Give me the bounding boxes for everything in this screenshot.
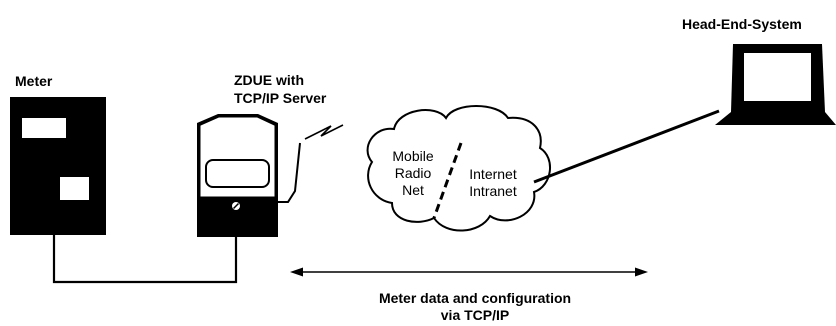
internet-connection-line [533, 109, 720, 184]
mobile-label-line2: Radio [394, 165, 432, 181]
meter-label: Meter [15, 73, 53, 89]
internet-label-line1: Internet [469, 166, 517, 182]
mobile-label-line1: Mobile [392, 148, 434, 164]
internet-label-line2: Intranet [469, 183, 517, 199]
internet-intranet-label: Internet Intranet [462, 166, 524, 200]
mobile-radio-net-label: Mobile Radio Net [384, 148, 442, 199]
meter-device-icon [10, 97, 106, 235]
caption-line1: Meter data and configuration [378, 290, 572, 306]
computer-monitor-icon [715, 44, 836, 125]
zdue-label: ZDUE with TCP/IP Server [234, 71, 326, 107]
radio-wave-icon [304, 124, 344, 140]
zdue-label-line1: ZDUE with [234, 72, 304, 88]
cloud-divider [432, 142, 463, 219]
mobile-label-line3: Net [402, 182, 424, 198]
data-flow-arrow [290, 267, 648, 277]
head-end-label: Head-End-System [682, 16, 802, 32]
meter-zdue-wire [52, 235, 238, 284]
network-cloud-icon [366, 105, 552, 232]
zdue-modem-icon [197, 114, 278, 237]
caption-line2: via TCP/IP [440, 307, 510, 323]
zdue-label-line2: TCP/IP Server [234, 90, 327, 106]
antenna-icon [278, 142, 301, 203]
data-flow-caption: Meter data and configuration via TCP/IP [345, 290, 605, 324]
